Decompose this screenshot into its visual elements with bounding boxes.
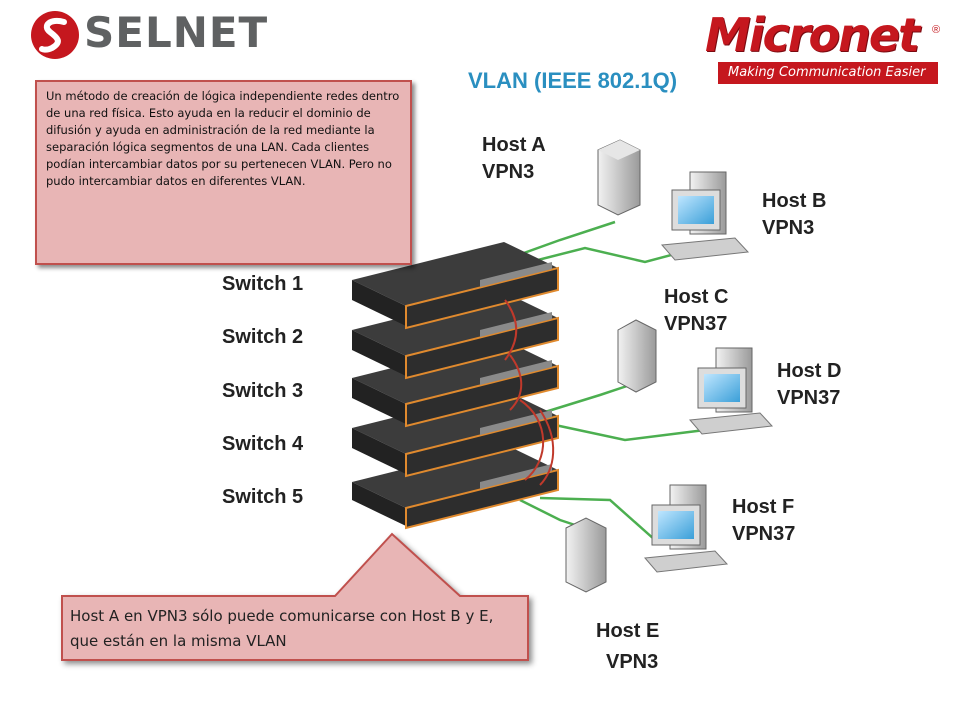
selnet-logo: [31, 11, 79, 59]
host-e-tower: [565, 517, 607, 593]
note-text: Host A en VPN3 sólo puede comunicarse co…: [70, 607, 494, 650]
host-a-vlan: VPN3: [482, 161, 535, 183]
switch-1-device: [352, 242, 559, 330]
host-f-name: Host F: [732, 496, 795, 518]
switch-label-2: Switch 2: [222, 326, 304, 348]
micronet-tagline: Making Communication Easier: [728, 65, 926, 80]
description-callout: Un método de creación de lógica independ…: [35, 80, 412, 265]
host-d-vlan: VPN37: [777, 387, 841, 409]
switch-3-device: [352, 340, 559, 428]
host-a-name: Host A: [482, 134, 546, 156]
micronet-tagline-bar: Making Communication Easier: [718, 62, 938, 84]
host-b-computer: [660, 171, 750, 261]
switch-2-device: [352, 292, 559, 380]
host-a-tower: [597, 139, 641, 216]
host-e-name: Host E: [596, 620, 660, 642]
switch-4-device: [352, 390, 559, 478]
switch-5-device: [352, 444, 559, 530]
cable-host-c: [544, 383, 631, 414]
host-e-vlan: VPN3: [606, 651, 659, 673]
slide-title: VLAN (IEEE 802.1Q): [468, 68, 678, 93]
host-b-name: Host B: [762, 190, 827, 212]
host-c-tower: [617, 319, 657, 393]
cable-host-f: [539, 496, 656, 541]
host-d-label: Host D VPN37: [777, 358, 841, 412]
selnet-logo-text: SELNET: [84, 8, 269, 57]
host-f-vlan: VPN37: [732, 523, 796, 545]
host-d-name: Host D: [777, 360, 842, 382]
cable-host-b: [529, 246, 691, 264]
host-c-label: Host C VPN37: [664, 284, 728, 338]
switch-label-3: Switch 3: [222, 380, 304, 402]
description-text: Un método de creación de lógica independ…: [46, 89, 400, 188]
switch-label-4: Switch 4: [222, 433, 304, 455]
note-callout-shape: [61, 532, 529, 661]
host-c-vlan: VPN37: [664, 313, 728, 335]
host-c-name: Host C: [664, 286, 729, 308]
host-f-computer: [643, 484, 729, 573]
switch-label-5: Switch 5: [222, 486, 304, 508]
cable-host-d: [554, 423, 706, 442]
switch-label-1: Switch 1: [222, 273, 304, 295]
cable-host-a: [509, 220, 616, 260]
host-e-label: Host E VPN3: [596, 616, 659, 678]
host-d-computer: [688, 347, 774, 435]
host-b-vlan: VPN3: [762, 217, 815, 239]
micronet-logo-text: Micronet: [705, 8, 920, 62]
host-b-label: Host B VPN3: [762, 188, 826, 242]
host-a-label: Host A VPN3: [482, 132, 546, 186]
micronet-registered-mark: ®: [932, 24, 941, 36]
host-f-label: Host F VPN37: [732, 494, 795, 548]
switch-stack: [352, 242, 559, 530]
